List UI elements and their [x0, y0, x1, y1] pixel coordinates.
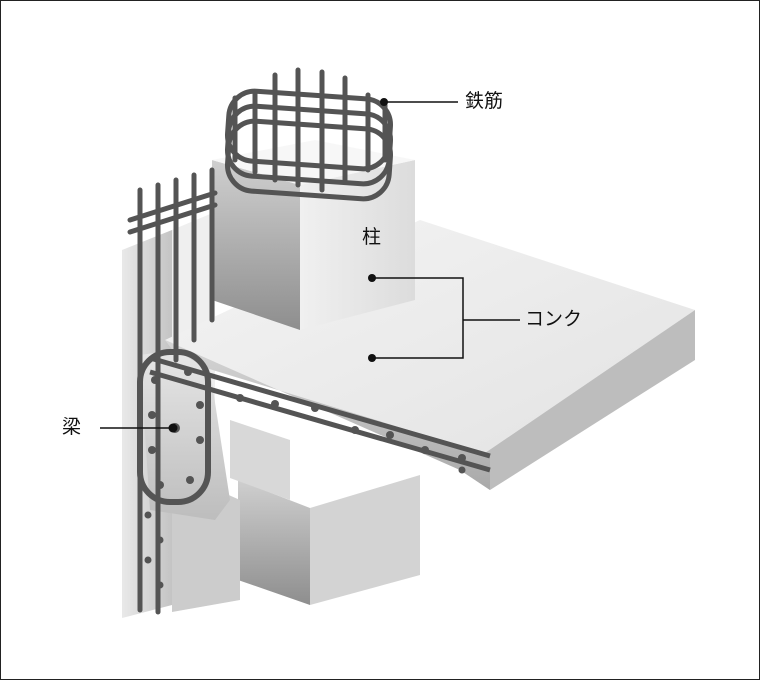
label-rebar: 鉄筋 — [465, 90, 504, 112]
slab-rebars — [149, 355, 491, 474]
column-rebar-cage — [225, 67, 393, 202]
leader-concrete — [372, 277, 464, 359]
leader-dots — [168, 98, 388, 433]
lower-column — [230, 420, 420, 605]
label-column: 柱 — [362, 226, 382, 248]
upper-column — [212, 140, 415, 330]
leader-lines — [100, 101, 520, 429]
label-beam: 梁 — [62, 416, 82, 438]
label-concrete: コンク — [525, 308, 583, 330]
